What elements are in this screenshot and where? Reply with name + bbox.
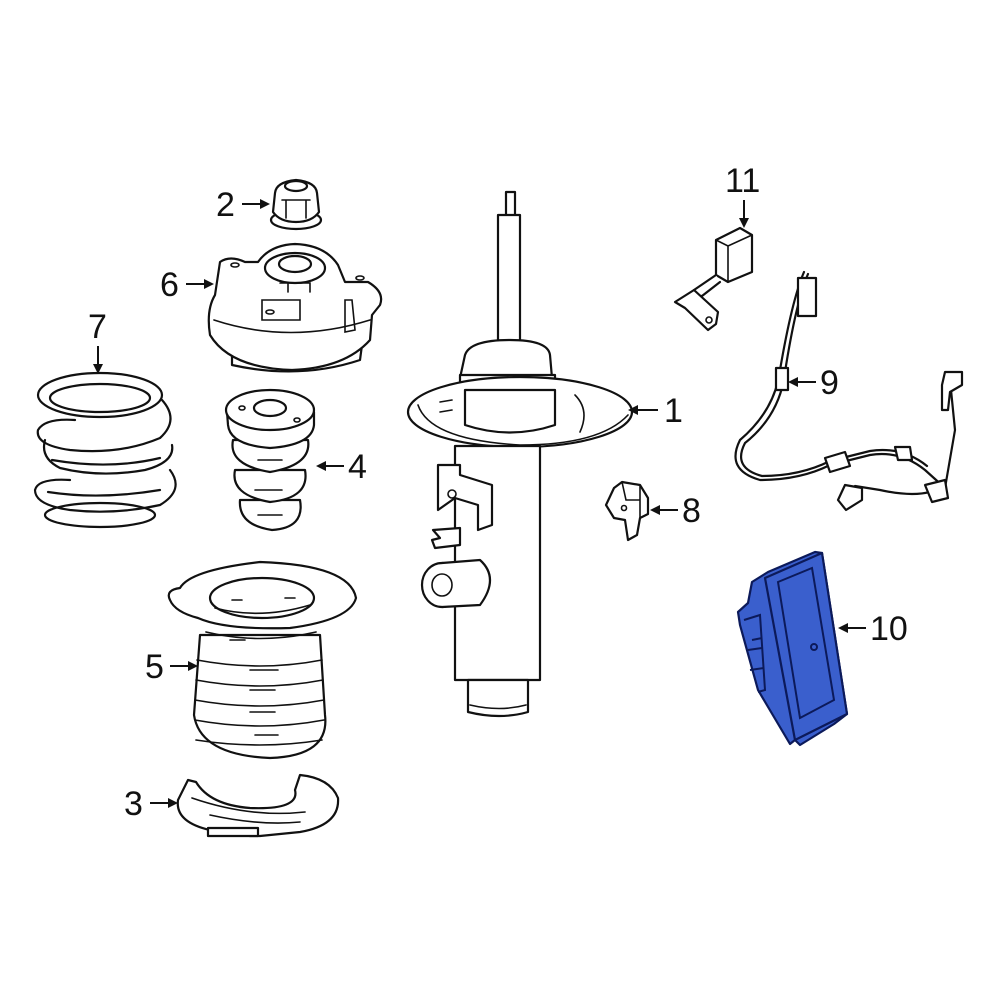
part-5-dust-boot[interactable] [167,560,358,760]
callout-3: 3 [124,785,178,823]
part-4-bump-stop[interactable] [224,388,316,532]
part-8-bracket-clip[interactable] [604,480,650,542]
part-3-lower-insulator[interactable] [176,773,340,838]
part-9-wire-harness[interactable] [734,270,964,512]
part-11-height-sensor[interactable] [673,226,754,332]
callout-7: 7 [88,308,107,374]
callout-label-7: 7 [88,308,107,346]
part-2-strut-nut[interactable] [269,178,323,231]
callout-6: 6 [160,266,214,304]
callout-label-6: 6 [160,266,179,304]
callout-label-3: 3 [124,785,143,823]
part-6-strut-mount[interactable] [207,242,383,373]
callout-label-8: 8 [682,492,701,530]
part-1-strut-assembly[interactable] [406,190,634,718]
callout-label-4: 4 [348,448,367,486]
callout-8: 8 [650,492,701,530]
callout-label-11: 11 [725,162,760,200]
callout-10: 10 [838,610,908,648]
callout-4: 4 [316,448,367,486]
callout-label-10: 10 [870,610,908,648]
callout-label-9: 9 [820,364,839,402]
callout-1: 1 [628,392,683,430]
callout-5: 5 [145,648,198,686]
callout-11: 11 [725,162,760,228]
callout-label-5: 5 [145,648,164,686]
callout-2: 2 [216,186,270,224]
part-7-coil-spring[interactable] [33,371,177,529]
callout-label-2: 2 [216,186,235,224]
part-10-control-module[interactable] [736,550,849,747]
callout-label-1: 1 [664,392,683,430]
callout-9: 9 [788,364,839,402]
